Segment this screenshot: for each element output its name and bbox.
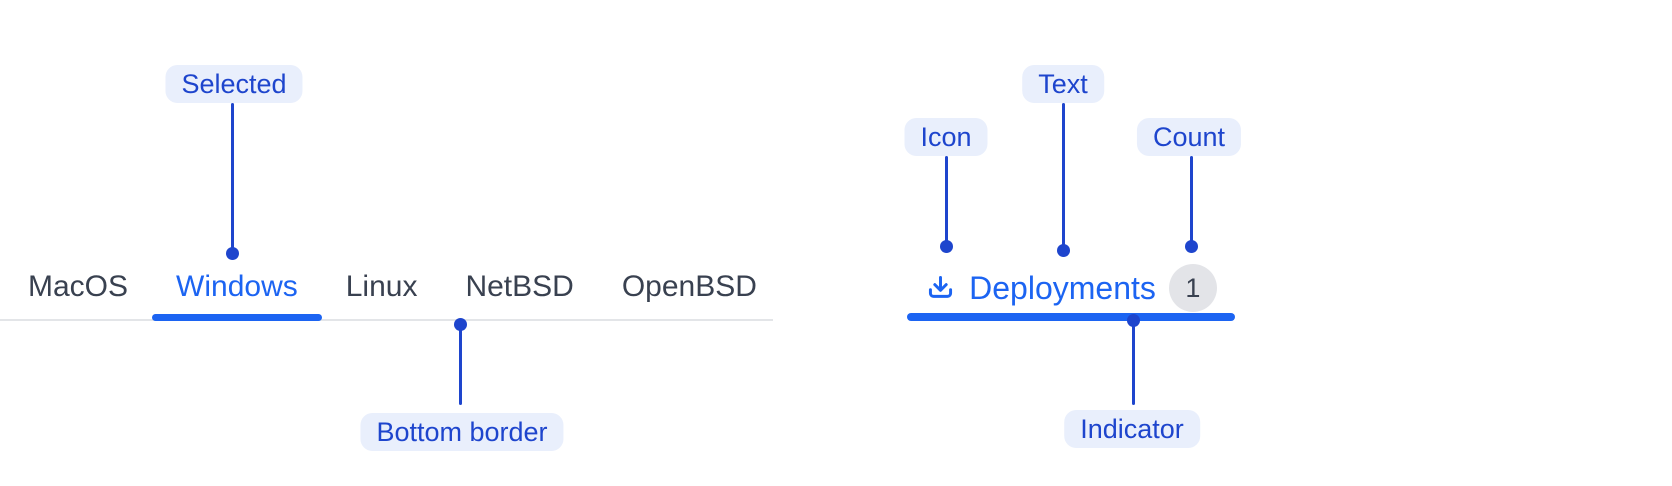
tab-bar: MacOS Windows Linux NetBSD OpenBSD	[0, 255, 773, 321]
selected-tab-indicator	[907, 313, 1235, 321]
callout-text: Text	[1022, 65, 1104, 103]
callout-bottom-border-line	[459, 325, 462, 405]
tab-netbsd[interactable]: NetBSD	[441, 255, 597, 319]
callout-indicator-dot	[1127, 314, 1140, 327]
callout-bottom-border: Bottom border	[360, 413, 564, 451]
selected-tab-underline	[152, 314, 322, 321]
tab-windows[interactable]: Windows	[152, 255, 322, 321]
callout-selected: Selected	[165, 65, 303, 103]
callout-text-line	[1062, 103, 1065, 250]
tab-deployments[interactable]: Deployments 1	[907, 255, 1235, 321]
callout-bottom-border-dot	[454, 318, 467, 331]
tab-windows-label: Windows	[176, 270, 298, 303]
callout-selected-line	[231, 103, 234, 253]
callout-icon-line	[945, 156, 948, 246]
callout-count-line	[1190, 156, 1193, 246]
tab-macos-label: MacOS	[28, 270, 129, 303]
callout-indicator-line	[1132, 321, 1135, 405]
tab-linux-label: Linux	[345, 270, 418, 303]
callout-icon-dot	[940, 240, 953, 253]
tab-macos[interactable]: MacOS	[0, 255, 152, 319]
tab-linux[interactable]: Linux	[322, 255, 442, 319]
callout-indicator: Indicator	[1064, 410, 1200, 448]
callout-selected-dot	[226, 247, 239, 260]
callout-count: Count	[1136, 118, 1242, 156]
tab-openbsd[interactable]: OpenBSD	[598, 255, 781, 319]
tab-openbsd-label: OpenBSD	[621, 270, 757, 303]
tab-netbsd-label: NetBSD	[465, 270, 574, 303]
callout-text-dot	[1057, 244, 1070, 257]
tab-deployments-label: Deployments	[969, 269, 1156, 306]
callout-count-dot	[1185, 240, 1198, 253]
callout-icon: Icon	[904, 118, 988, 156]
download-icon	[929, 275, 953, 298]
count-badge: 1	[1168, 264, 1217, 312]
